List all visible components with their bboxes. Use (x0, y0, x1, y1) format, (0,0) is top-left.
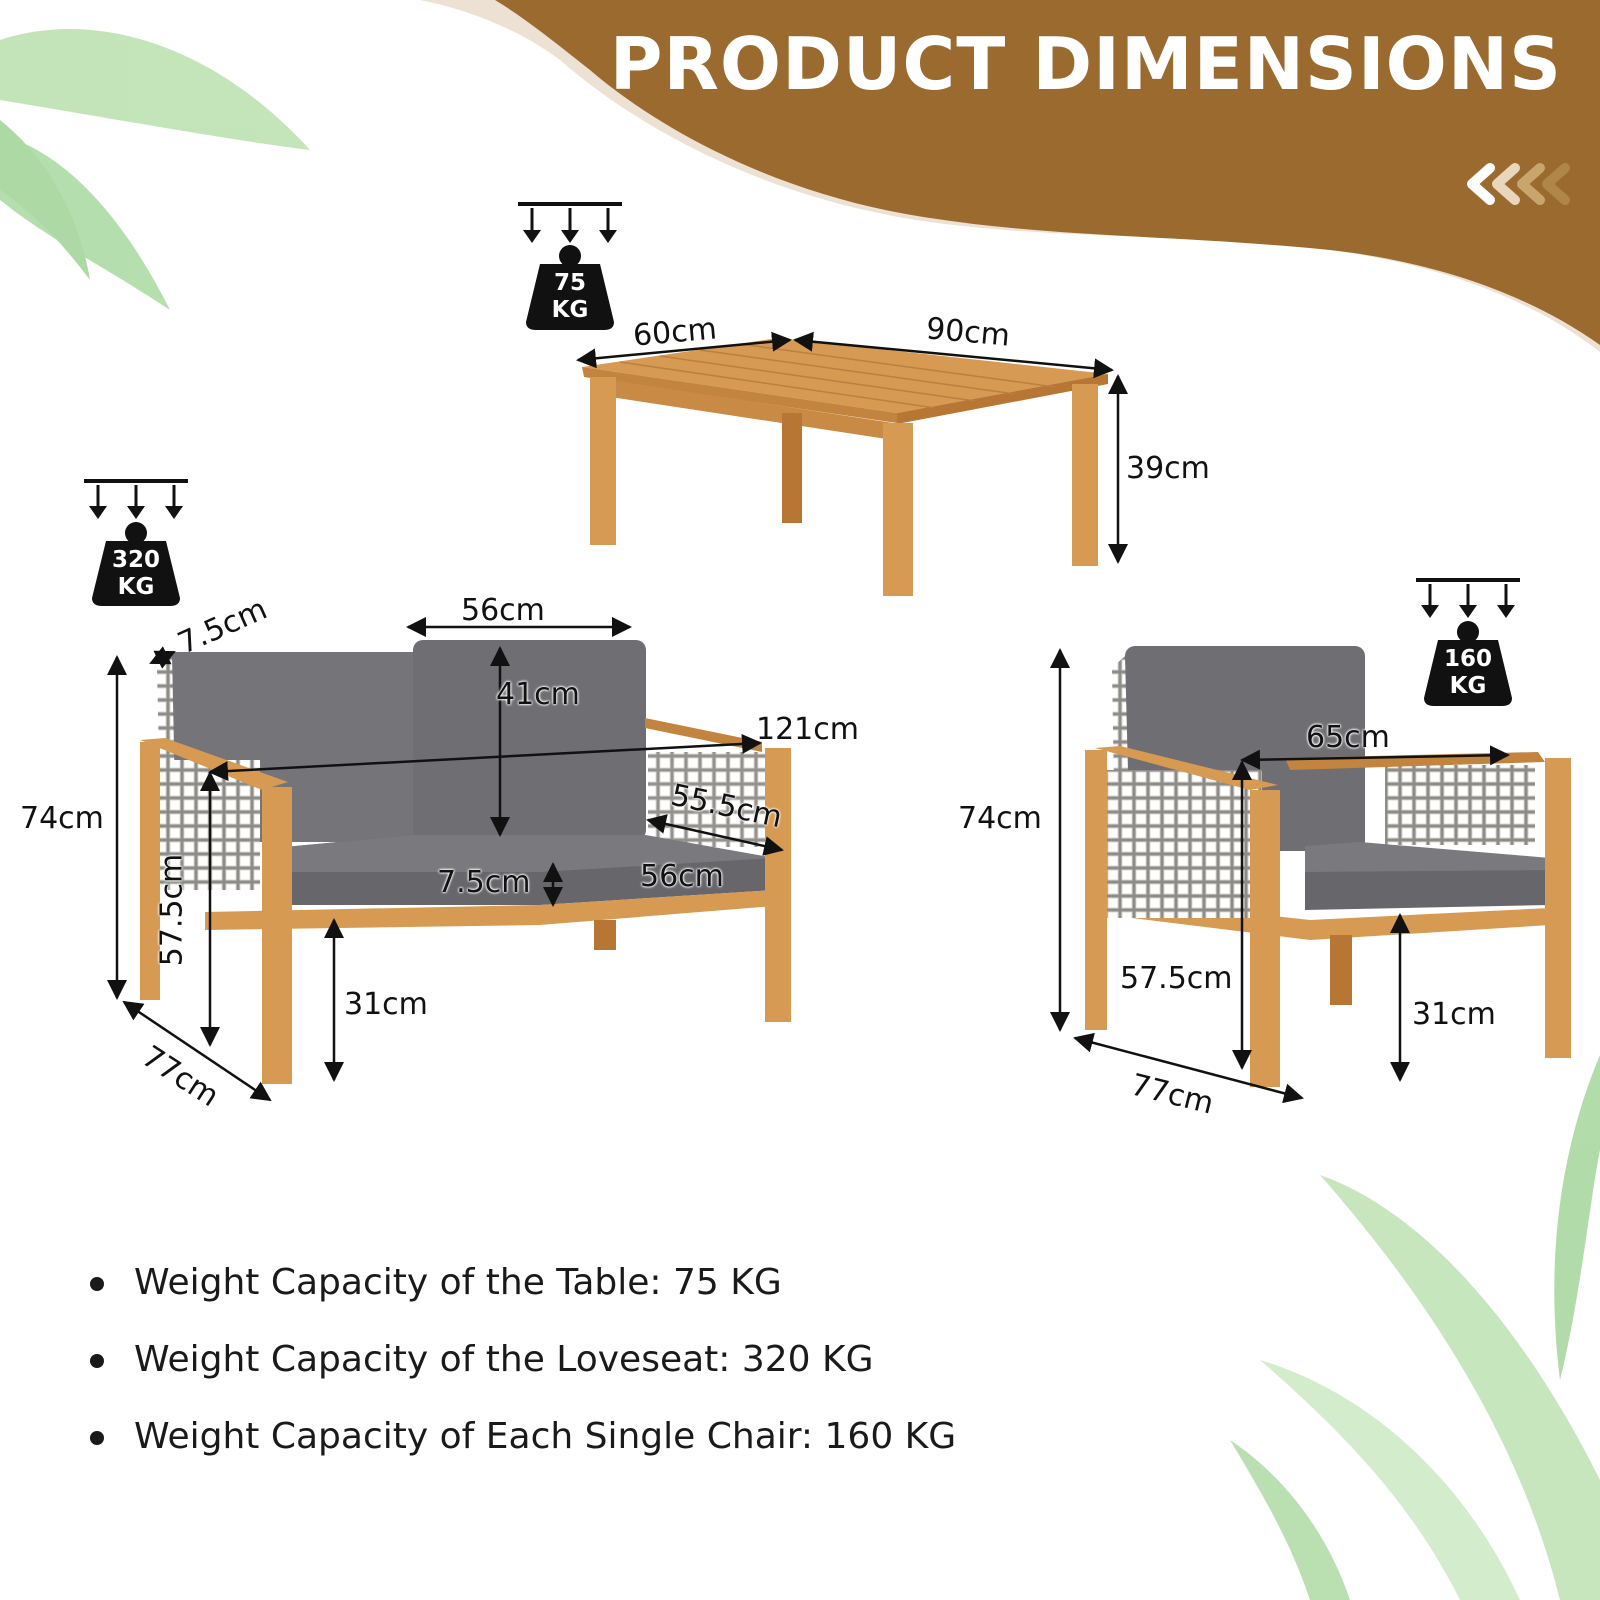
capacity-list: Weight Capacity of the Table: 75 KG Weig… (90, 1262, 956, 1493)
loveseat-armrest-height-label: 57.5cm (154, 853, 190, 967)
weight-capacity-icon (84, 202, 1520, 706)
list-item: Weight Capacity of the Loveseat: 320 KG (90, 1339, 956, 1416)
loveseat-total-width-label: 121cm (756, 712, 859, 747)
badge-value: 160 (1443, 646, 1492, 672)
chair-width-label: 65cm (1306, 720, 1390, 755)
chair-weight-badge: 160 KG (1422, 648, 1514, 698)
table-depth-label: 60cm (631, 311, 719, 354)
table-height-label: 39cm (1126, 451, 1210, 486)
loveseat-back-height-label: 41cm (496, 677, 580, 712)
leaf-decoration-bottom (1230, 1055, 1600, 1600)
header-banner (420, 0, 1600, 352)
loveseat-seat-height-label: 31cm (344, 987, 428, 1022)
chevrons-left-icon (1467, 163, 1570, 205)
loveseat-cushion-thickness-label: 7.5cm (437, 865, 531, 900)
dimension-lines (107, 331, 1510, 1104)
loveseat-cushion-width-label: 56cm (640, 859, 724, 894)
leaf-decoration-top (0, 29, 310, 310)
badge-value: 75 (553, 270, 586, 296)
page-title: PRODUCT DIMENSIONS (609, 22, 1562, 106)
armchair-drawing (1085, 646, 1571, 1087)
badge-unit: KG (1449, 673, 1487, 699)
table-weight-badge: 75 KG (524, 272, 616, 322)
loveseat-seat-width-label: 56cm (461, 593, 545, 628)
badge-value: 320 (111, 547, 160, 573)
chair-armrest-height-label: 57.5cm (1120, 961, 1233, 996)
list-item: Weight Capacity of Each Single Chair: 16… (90, 1416, 956, 1493)
chair-seat-height-label: 31cm (1412, 997, 1496, 1032)
loveseat-total-height-label: 74cm (20, 801, 104, 836)
badge-unit: KG (551, 297, 589, 323)
loveseat-weight-badge: 320 KG (90, 549, 182, 599)
badge-unit: KG (117, 574, 155, 600)
table-width-label: 90cm (924, 311, 1012, 354)
chair-total-height-label: 74cm (958, 801, 1042, 836)
list-item: Weight Capacity of the Table: 75 KG (90, 1262, 956, 1339)
coffee-table-drawing (582, 338, 1108, 596)
